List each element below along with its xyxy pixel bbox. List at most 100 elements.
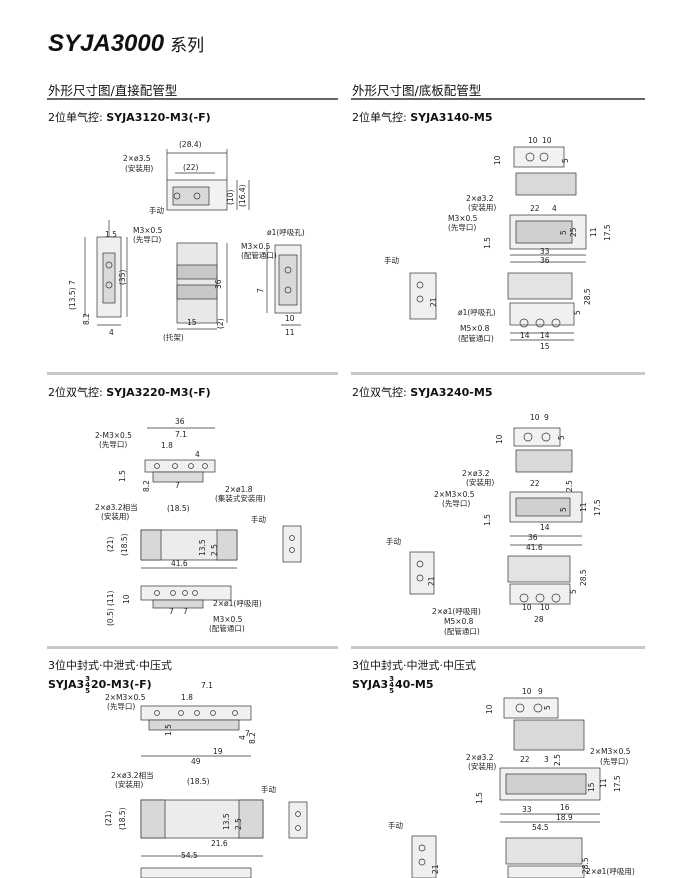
block-r2-heading: 2位双气控: SYJA3240-M5 xyxy=(352,384,492,400)
r3-callout-mount: 2×ø3.2 xyxy=(466,753,494,762)
l1-dim-28-4: (28.4) xyxy=(179,140,202,149)
block-r2-model: SYJA3240-M5 xyxy=(410,386,493,399)
r2-dim-41-6: 41.6 xyxy=(526,543,543,552)
l1-dim-2: (2) xyxy=(216,318,225,329)
l1-callout-breather: ø1(呼吸孔) xyxy=(267,227,305,237)
l1-callout-mount: 2×ø3.5 xyxy=(123,154,151,163)
r3-callout-m3x2: 2×M3×0.5 xyxy=(590,747,631,756)
l3-callout-manual: 手动 xyxy=(261,784,276,794)
r1-dim-10b: 10 xyxy=(542,136,552,145)
right-section-title: 外形尺寸图/底板配管型 xyxy=(352,83,482,98)
drawing-r1: 10 10 10 5 2×ø3.2 (安装用) 22 4 M3×0.5 (先导口… xyxy=(384,136,612,351)
l2-dim-4: 4 xyxy=(195,450,200,459)
l1-callout-manual: 手动 xyxy=(149,205,164,215)
r1-dim-5c: 5 xyxy=(573,310,582,315)
r3-frac-bot: 5 xyxy=(389,687,395,695)
r2-dim-10: 10 xyxy=(530,413,540,422)
divider-right-1 xyxy=(351,372,645,375)
block-l1-label: 2位单气控: xyxy=(48,111,107,124)
l2-dim-7a: 7 xyxy=(169,607,174,616)
r1-dim-14a: 14 xyxy=(520,331,530,340)
r3-dim-16: 16 xyxy=(560,803,570,812)
l1-callout-pilot: M3×0.5 xyxy=(133,226,163,235)
r3-dim-9: 9 xyxy=(538,687,543,696)
block-l2-label: 2位双气控: xyxy=(48,386,107,399)
l3-model-post: 20-M3(-F) xyxy=(91,678,152,691)
r2-dim-36: 36 xyxy=(528,533,538,542)
r2-dim-1-5: 1.5 xyxy=(483,514,492,526)
drawing-l1: 2×ø3.5 (安装用) (28.4) (22) 手动 (10) (16.4) … xyxy=(68,140,305,342)
l3-dim-18-5b: (18.5) xyxy=(118,807,127,830)
r2-callout-breather: 2×ø1(呼吸用) xyxy=(432,606,481,616)
l2-dim-36: 36 xyxy=(175,417,185,426)
series-title: SYJA3000 系列 xyxy=(48,30,204,58)
r1-callout-mount-use: (安装用) xyxy=(468,202,496,212)
l3-dim-49: 49 xyxy=(191,757,201,766)
r2-callout-piping: (配管通口) xyxy=(444,626,480,636)
l1-dim-22: (22) xyxy=(183,163,198,172)
block-l1-model: SYJA3120-M3(-F) xyxy=(106,111,211,124)
r3-dim-33: 33 xyxy=(522,805,532,814)
l1-dim-36: 36 xyxy=(214,279,223,289)
drawing-l3: 2×M3×0.5 (先导口) 7.1 1.8 1.5 4 7 8.2 19 49… xyxy=(104,681,308,878)
l2-dim-1-8: 1.8 xyxy=(161,441,173,450)
r1-dim-17-5: 17.5 xyxy=(603,224,612,241)
r1-callout-breather: ø1(呼吸孔) xyxy=(458,307,496,317)
series-suffix: 系列 xyxy=(170,36,205,55)
r3-dim-18-9: 18.9 xyxy=(556,813,573,822)
r1-dim-4: 4 xyxy=(552,204,557,213)
l3-dim-1-8: 1.8 xyxy=(181,693,193,702)
l3-callout-m3x2: 2×M3×0.5 xyxy=(105,693,146,702)
l2-dim-7b: 7 xyxy=(183,607,188,616)
r1-dim-25: 25 xyxy=(569,227,578,237)
r2-callout-manual: 手动 xyxy=(386,536,401,546)
block-r1-label: 2位单气控: xyxy=(352,111,411,124)
r2-dim-14: 14 xyxy=(540,523,550,532)
l2-dim-2-5: 2.5 xyxy=(210,544,219,556)
l3-dim-4: 4 xyxy=(238,735,247,740)
r1-callout-manual: 手动 xyxy=(384,255,399,265)
block-l2-heading: 2位双气控: SYJA3220-M3(-F) xyxy=(48,384,211,400)
r3-callout-pilot-port: (先导口) xyxy=(600,756,628,766)
series-name: SYJA3000 xyxy=(48,30,165,57)
block-l1-heading: 2位单气控: SYJA3120-M3(-F) xyxy=(48,109,211,125)
r2-dim-28: 28 xyxy=(534,615,544,624)
r2-dim-5c: 5 xyxy=(569,589,578,594)
r3-dim-21: 21 xyxy=(431,864,440,874)
l2-dim-21: (21) xyxy=(106,537,115,552)
l3-dim-7-1: 7.1 xyxy=(201,681,213,690)
r2-callout-mount-use: (安装用) xyxy=(466,477,494,487)
l2-callout-bleed: 2×ø1.8 xyxy=(225,485,253,494)
r1-callout-pilot: M3×0.5 xyxy=(448,214,478,223)
l2-dim-11: (11) xyxy=(106,591,115,606)
l3-dim-19: 19 xyxy=(213,747,223,756)
r1-dim-28-5: 28.5 xyxy=(583,288,592,305)
drawing-l2: 36 2-M3×0.5 (先导口) 7.1 1.8 4 1.5 8.2 7 2×… xyxy=(95,417,302,633)
r1-dim-33: 33 xyxy=(540,247,550,256)
l2-dim-18-5b: (18.5) xyxy=(120,533,129,556)
l2-dim-0-5: (0.5) xyxy=(106,608,115,626)
l3-frac-top: 3 xyxy=(85,675,91,683)
l2-callout-mount-use: (安装用) xyxy=(101,511,129,521)
l1-dim-7: 7 xyxy=(68,280,77,285)
r1-callout-pilot-port: (先导口) xyxy=(448,222,476,232)
block-r1-heading: 2位单气控: SYJA3140-M5 xyxy=(352,109,492,125)
r3-dim-17-5: 17.5 xyxy=(613,775,622,792)
r2-dim-9: 9 xyxy=(544,413,549,422)
l2-dim-13-5: 13.5 xyxy=(198,539,207,556)
l3-dim-18-5: (18.5) xyxy=(187,777,210,786)
l3-dim-8-2: 8.2 xyxy=(248,732,257,744)
l1-callout-pilot-b: M3×0.5 xyxy=(241,242,271,251)
r1-dim-21: 21 xyxy=(429,297,438,307)
l1-dim-7b: 7 xyxy=(256,288,265,293)
r2-callout-pilot-port: (先导口) xyxy=(442,498,470,508)
r2-dim-28-5: 28.5 xyxy=(579,569,588,586)
r1-dim-5b: 5 xyxy=(559,230,568,235)
r1-dim-11: 11 xyxy=(589,227,598,237)
block-r2-label: 2位双气控: xyxy=(352,386,411,399)
drawing-r2: 10 9 10 5 2×ø3.2 (安装用) 22 2×M3×0.5 (先导口)… xyxy=(386,413,602,636)
r1-dim-10c: 10 xyxy=(493,155,502,165)
r1-dim-22: 22 xyxy=(530,204,540,213)
l3-frac-bot: 5 xyxy=(85,687,91,695)
r2-dim-2-5: 2.5 xyxy=(565,480,574,492)
